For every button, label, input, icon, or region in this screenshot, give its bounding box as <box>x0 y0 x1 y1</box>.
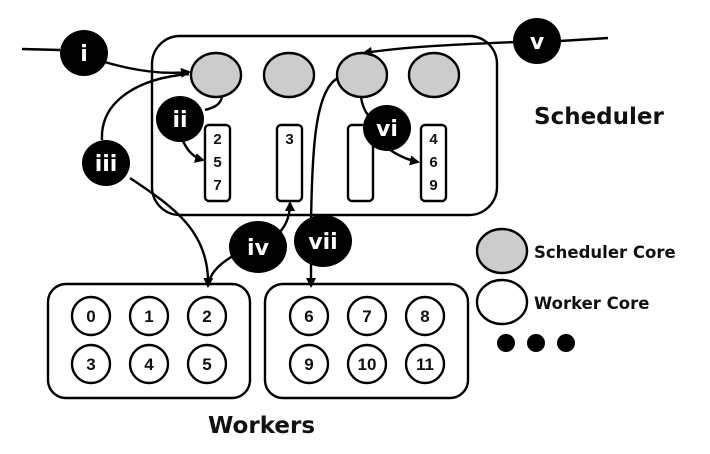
legend-scheduler-core-label: Scheduler Core <box>534 243 676 262</box>
flow-line-i-in <box>21 47 61 52</box>
scheduler-core <box>189 51 243 99</box>
step-marker-ii: ii <box>156 96 204 142</box>
scheduler-core <box>335 51 389 99</box>
queue-item: 6 <box>429 154 437 171</box>
queue-item: 5 <box>213 154 221 171</box>
step-label: vi <box>376 117 398 142</box>
worker-core-id: 10 <box>358 355 377 374</box>
workers-label: Workers <box>208 413 315 439</box>
worker-core: 11 <box>404 343 446 385</box>
worker-core: 8 <box>404 295 446 337</box>
queue-item: 4 <box>429 131 438 148</box>
worker-core-id: 1 <box>144 307 153 326</box>
flow-arrow-i <box>97 58 191 78</box>
worker-core: 9 <box>288 343 330 385</box>
task-queue-0 <box>203 123 232 203</box>
flow-arrow-iii-down <box>129 177 214 288</box>
worker-core: 1 <box>128 295 170 337</box>
worker-core: 2 <box>186 295 228 337</box>
worker-core: 5 <box>186 343 228 385</box>
task-queue-2 <box>346 123 375 203</box>
step-marker-vii: vii <box>294 215 352 267</box>
worker-core: 10 <box>346 343 388 385</box>
worker-core-id: 0 <box>86 307 95 326</box>
step-marker-i: i <box>60 30 108 76</box>
flow-arrow-v <box>362 40 517 57</box>
step-marker-vi: vi <box>363 105 411 151</box>
flow-line-vii <box>309 76 339 226</box>
task-queue-3 <box>419 123 448 203</box>
step-label: ii <box>172 108 187 133</box>
legend-worker-core-swatch <box>475 278 529 326</box>
legend-scheduler-core-swatch <box>475 227 529 275</box>
worker-core: 4 <box>128 343 170 385</box>
worker-core-id: 5 <box>202 355 211 374</box>
worker-core: 7 <box>346 295 388 337</box>
worker-core-id: 3 <box>86 355 95 374</box>
legend-worker-core-label: Worker Core <box>534 294 649 313</box>
flow-arrow-ii <box>181 140 205 163</box>
step-marker-iii: iii <box>82 140 130 186</box>
worker-core-id: 9 <box>304 355 313 374</box>
task-queue-1 <box>275 123 304 203</box>
worker-core: 6 <box>288 295 330 337</box>
worker-core-id: 4 <box>144 355 154 374</box>
worker-core-id: 11 <box>416 355 434 374</box>
worker-core-id: 8 <box>420 307 429 326</box>
scheduler-core <box>262 51 316 99</box>
flow-line-ii <box>204 96 224 112</box>
step-label: i <box>80 42 88 67</box>
step-label: v <box>530 30 545 55</box>
flow-arrow-iii-up <box>100 72 190 141</box>
worker-core: 0 <box>70 295 112 337</box>
queue-item: 7 <box>213 177 221 194</box>
queue-item: 3 <box>285 131 293 148</box>
worker-core-id: 2 <box>202 307 211 326</box>
worker-core: 3 <box>70 343 112 385</box>
step-label: iv <box>247 236 270 261</box>
queue-item: 9 <box>429 177 437 194</box>
step-marker-iv: iv <box>229 221 287 273</box>
step-label: vii <box>308 230 337 255</box>
scheduler-label: Scheduler <box>534 104 664 130</box>
flow-line-vi <box>359 96 369 116</box>
queue-item: 2 <box>213 131 221 148</box>
ellipsis-dots-icon <box>497 334 575 352</box>
worker-core-id: 6 <box>304 307 313 326</box>
worker-core-id: 7 <box>362 307 371 326</box>
flow-line-v-out <box>559 36 609 43</box>
scheduler-core <box>407 51 461 99</box>
step-marker-v: v <box>513 18 561 64</box>
step-label: iii <box>95 152 118 177</box>
